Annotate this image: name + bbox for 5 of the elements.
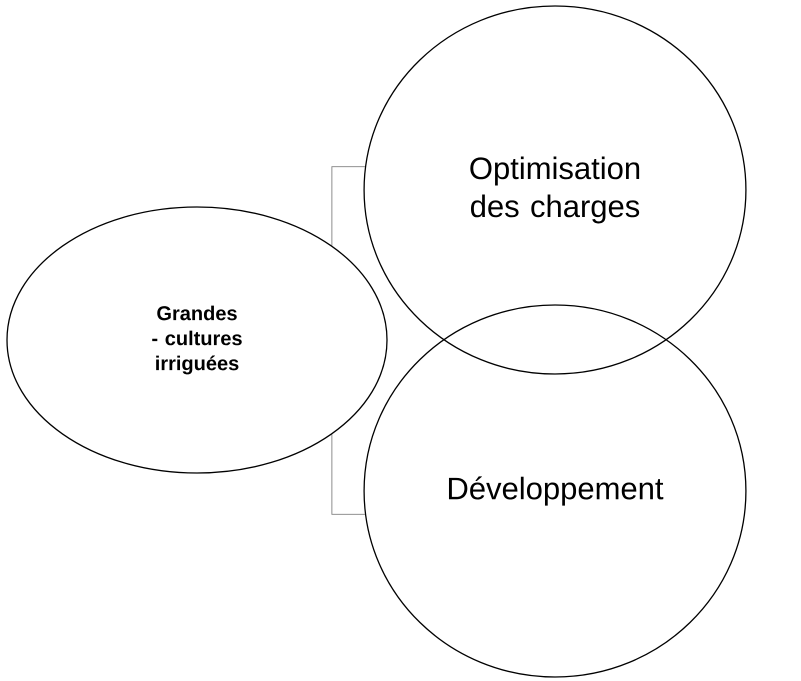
bracket-connector <box>331 166 366 246</box>
ellipse-node: Grandes - cultures irriguées <box>6 206 388 474</box>
circle-node: Optimisation des charges <box>363 5 747 375</box>
circle-node: Développement <box>363 304 747 678</box>
bracket-connector <box>331 434 366 515</box>
